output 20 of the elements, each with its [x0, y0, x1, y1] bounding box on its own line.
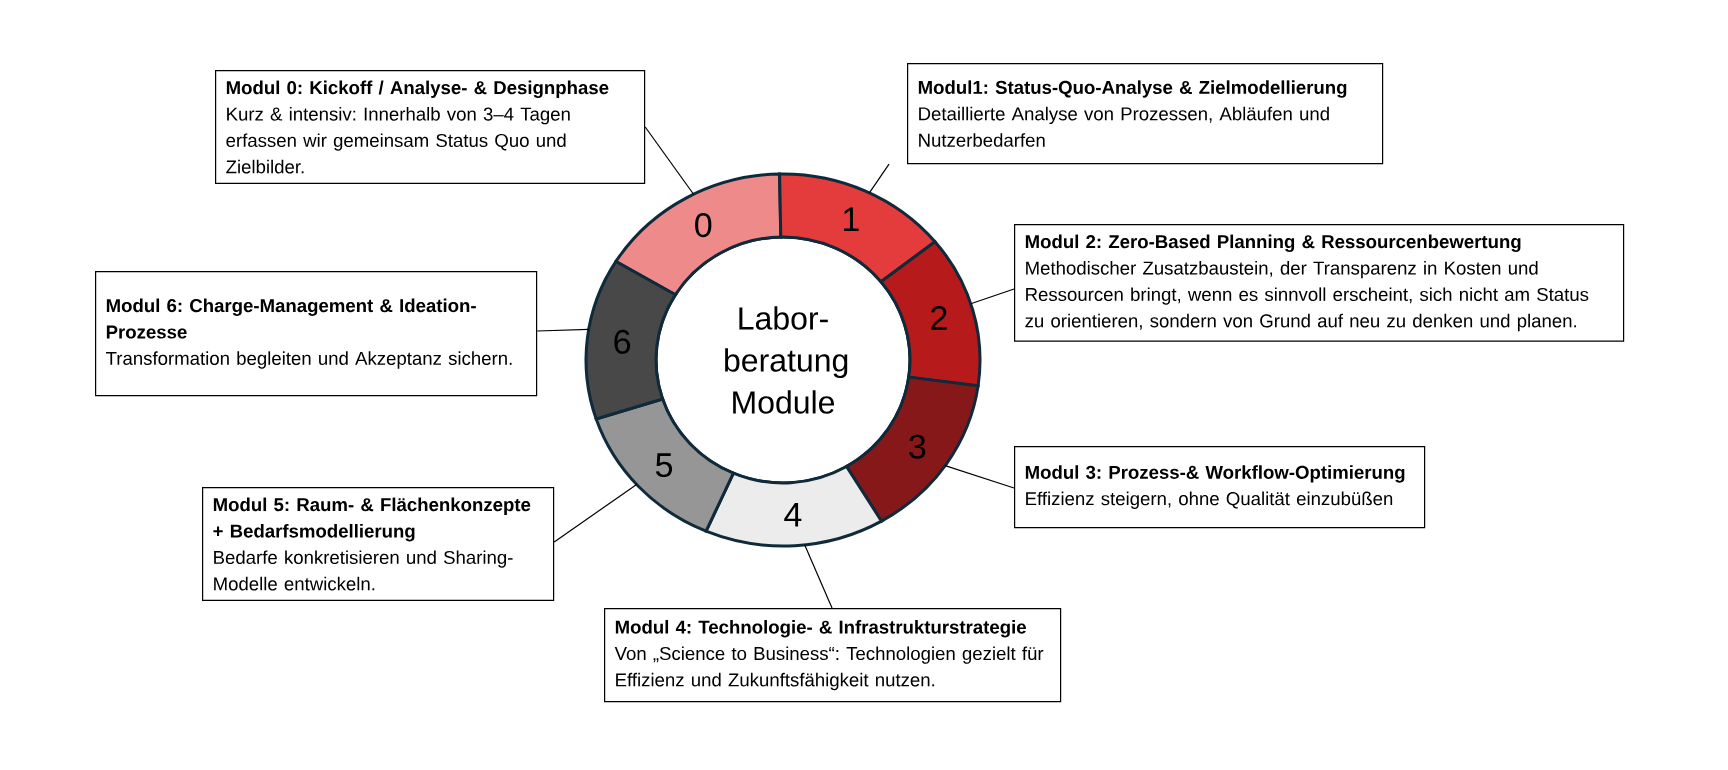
ring-segment: 1 [778, 172, 937, 284]
leader-line [644, 126, 695, 195]
ring-segment: 3 [845, 375, 980, 523]
text-box: Modul 6: Charge-Management & Ideation-Prozesse Transformation begleiten und Akzeptanz sichern. [95, 271, 538, 397]
ring-segment: 2 [879, 240, 982, 388]
text-box: Modul 2: Zero-Based Planning & Ressourcenbewertung Methodischer Zusatzbaustein, der Transparenz in Kosten und Ressourcen bringt, wenn es sinnvoll erscheint, sich nicht am Status zu orientieren, sondern von Grund auf neu zu denken und planen. [1014, 224, 1625, 342]
leader-line [970, 288, 1015, 305]
text-box: Modul 5: Raum- & Flächenkonzepte + Bedarfsmodellierung Bedarfe konkretisieren und Sharing-Modelle entwickeln. [202, 487, 555, 602]
leader-line [536, 328, 590, 332]
leader-line [944, 465, 1015, 489]
leader-line [804, 544, 833, 609]
leader-line [868, 163, 890, 194]
text-box: Modul1: Status-Quo-Analyse & Zielmodellierung Detaillierte Analyse von Prozessen, Abläufen und Nutzerbedarfen [907, 63, 1384, 165]
text-box: Modul 4: Technologie- & Infrastrukturstrategie Von „Science to Business“: Technologien gezielt für Effizienz und Zukunftsfähigkeit nutzen. [604, 608, 1062, 703]
text-box: Modul 0: Kickoff / Analyse- & Designphase Kurz & intensiv: Innerhalb von 3–4 Tagen erfassen wir gemeinsam Status Quo und Zielbilder. [215, 70, 646, 185]
leader-line [553, 483, 638, 543]
ring-segment: 0 [614, 172, 783, 297]
text-box: Modul 3: Prozess-& Workflow-Optimierung Effizienz steigern, ohne Qualität einzubüßen [1014, 446, 1426, 529]
ring-segment: 4 [704, 465, 883, 548]
ring-segment: 6 [584, 259, 677, 421]
